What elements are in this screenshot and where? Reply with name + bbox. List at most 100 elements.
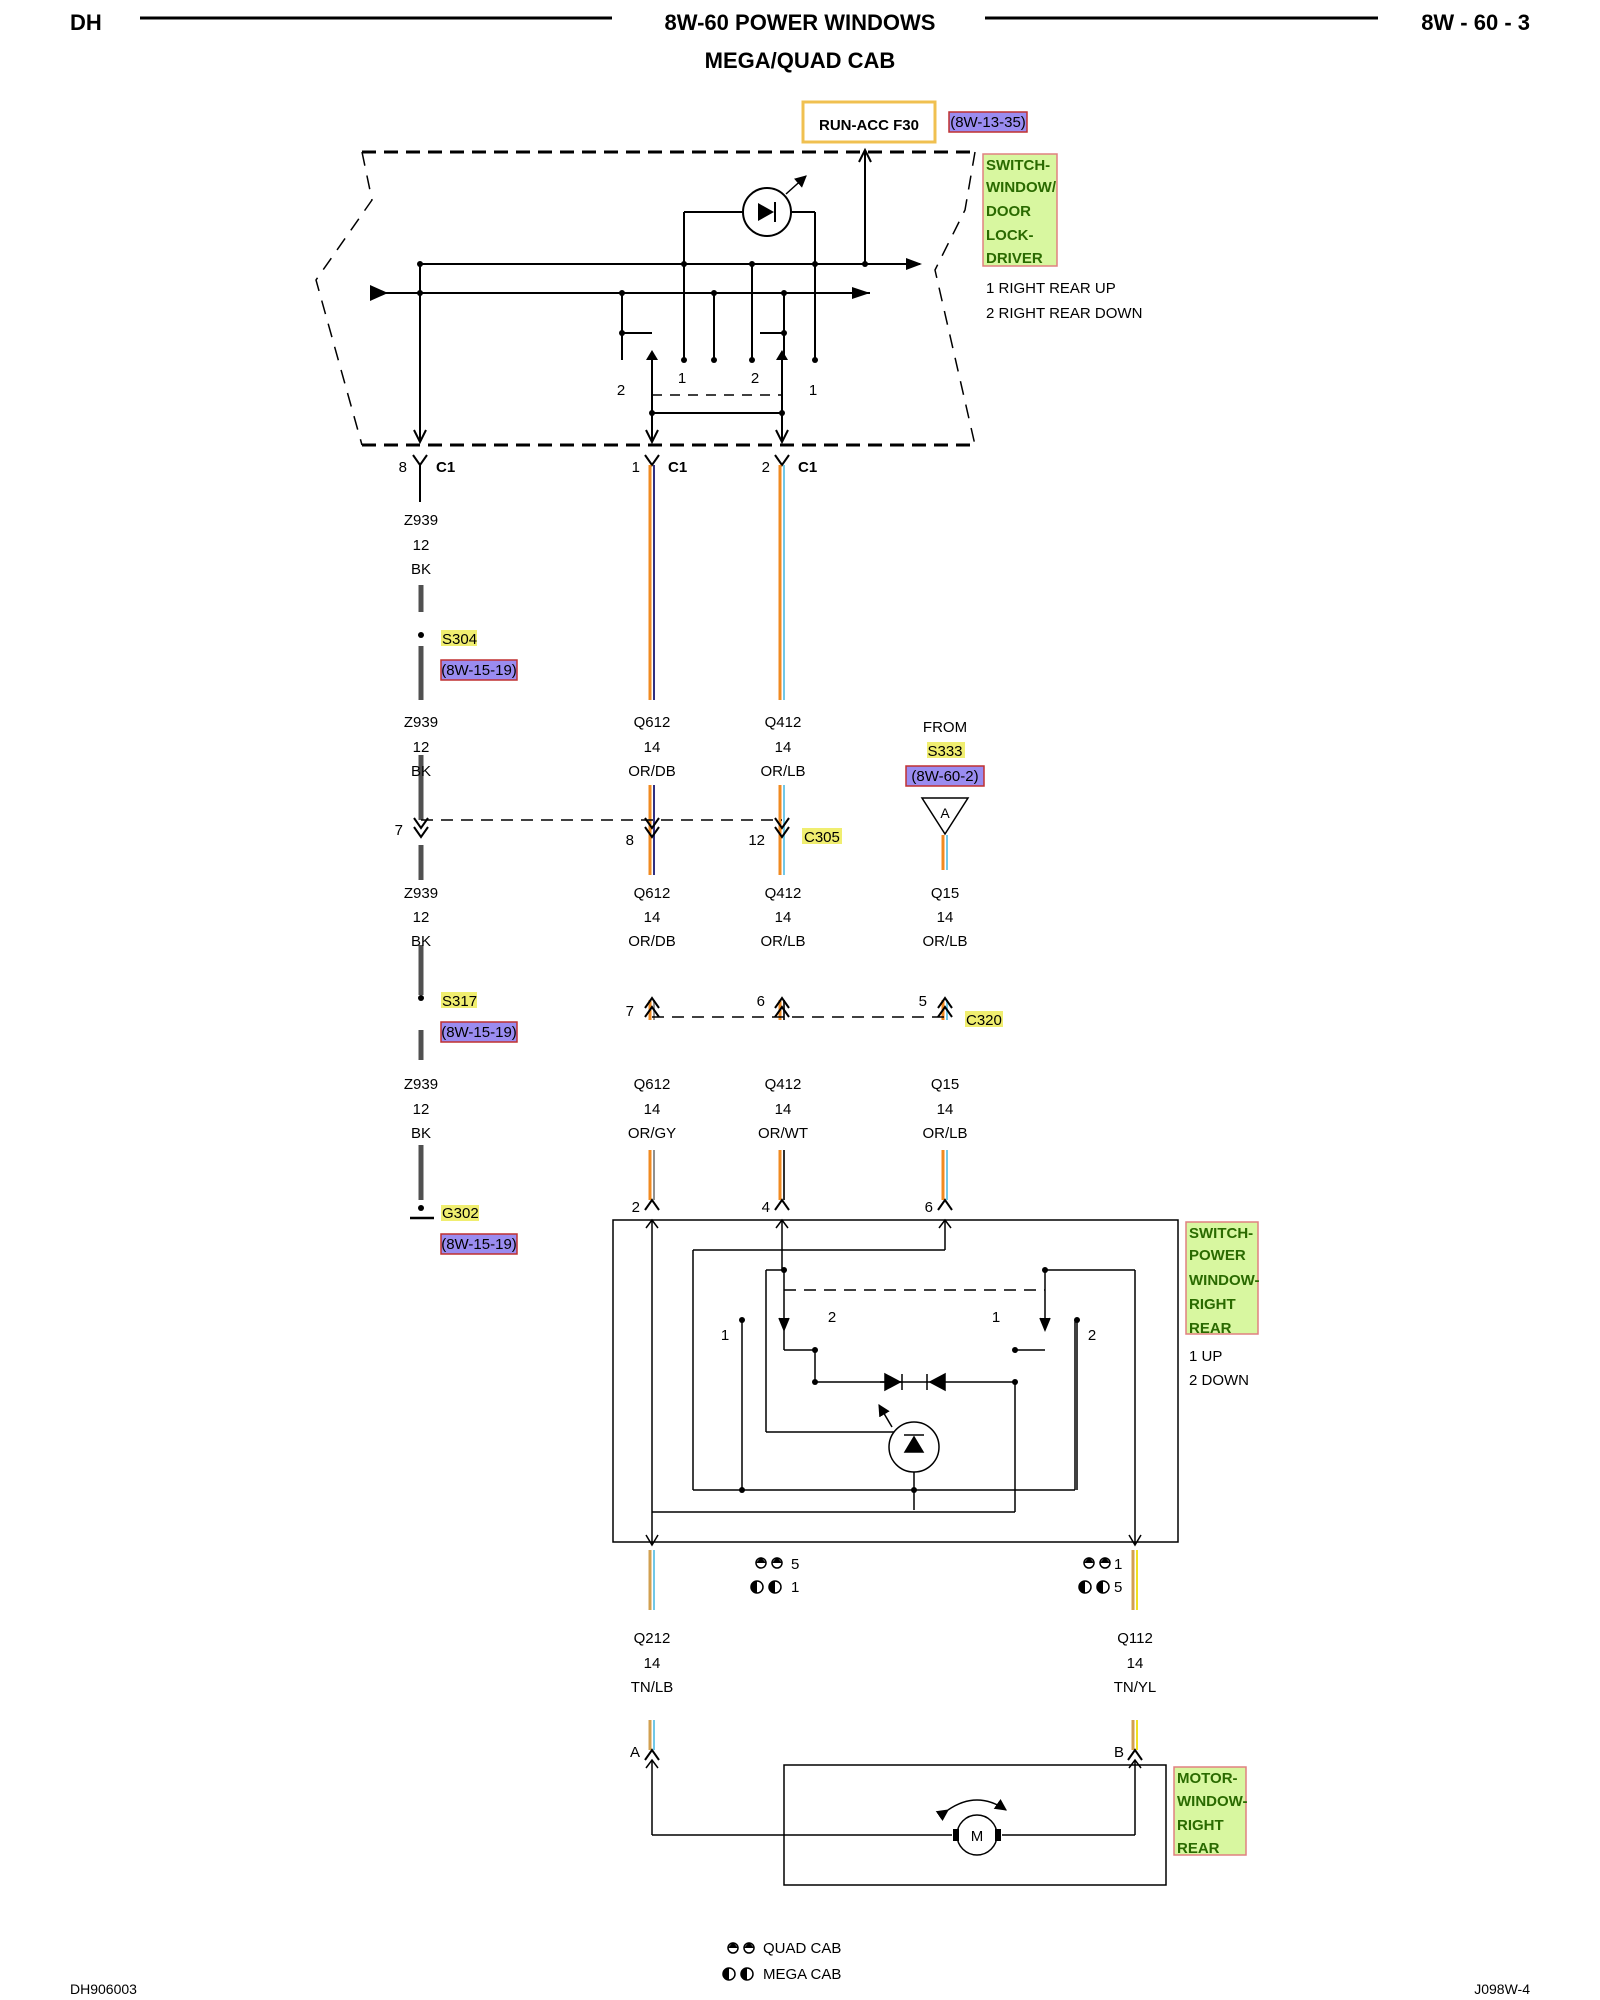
svg-text:Q412: Q412 xyxy=(765,1076,802,1093)
svg-text:6: 6 xyxy=(757,993,765,1010)
svg-text:12: 12 xyxy=(413,1101,430,1118)
svg-text:(8W-15-19): (8W-15-19) xyxy=(441,662,517,679)
svg-text:FROM: FROM xyxy=(923,719,967,736)
svg-text:Q412: Q412 xyxy=(765,885,802,902)
svg-text:OR/LB: OR/LB xyxy=(760,763,805,780)
svg-text:C305: C305 xyxy=(804,829,840,846)
svg-text:BK: BK xyxy=(411,763,431,780)
svg-text:TN/LB: TN/LB xyxy=(631,1679,674,1696)
svg-text:12: 12 xyxy=(413,909,430,926)
svg-text:(8W-15-19): (8W-15-19) xyxy=(441,1024,517,1041)
svg-text:14: 14 xyxy=(644,739,661,756)
svg-text:12: 12 xyxy=(413,739,430,756)
svg-text:Q612: Q612 xyxy=(634,1076,671,1093)
svg-text:C1: C1 xyxy=(798,459,817,476)
svg-text:14: 14 xyxy=(775,739,792,756)
connector-c320: 7 6 5 C320 xyxy=(626,993,1003,1029)
footer-right-code: J098W-4 xyxy=(1474,1981,1530,1997)
fuse-ref: (8W-13-35) xyxy=(950,114,1026,131)
svg-text:C1: C1 xyxy=(668,459,687,476)
svg-text:14: 14 xyxy=(644,909,661,926)
svg-text:B: B xyxy=(1114,1744,1124,1761)
rr-pos-2b: 2 xyxy=(1088,1327,1096,1344)
page-header: DH 8W-60 POWER WINDOWS 8W - 60 - 3 MEGA/… xyxy=(70,10,1530,73)
svg-text:Z939: Z939 xyxy=(404,885,438,902)
rr-switch xyxy=(612,1218,1179,1547)
svg-text:Q15: Q15 xyxy=(931,1076,959,1093)
splice-s317: S317 (8W-15-19) xyxy=(440,992,518,1043)
svg-text:M: M xyxy=(971,1828,984,1845)
rr-pos-1b: 1 xyxy=(992,1309,1000,1326)
svg-text:G302: G302 xyxy=(442,1205,479,1222)
wire-q212: Q212 14 TN/LB xyxy=(631,1550,674,1750)
svg-text:6: 6 xyxy=(925,1199,933,1216)
svg-text:1: 1 xyxy=(791,1579,799,1596)
svg-text:BK: BK xyxy=(411,933,431,950)
splice-s304: S304 (8W-15-19) xyxy=(440,630,518,681)
rr-switch-input-pins: 2 4 6 xyxy=(632,1198,953,1216)
svg-text:BK: BK xyxy=(411,561,431,578)
fuse-run-acc-f30: RUN-ACC F30 (8W-13-35) xyxy=(801,100,1028,144)
svg-text:4: 4 xyxy=(762,1199,770,1216)
driver-pos-1b: 1 xyxy=(809,382,817,399)
svg-text:1: 1 xyxy=(1114,1556,1122,1573)
svg-text:OR/DB: OR/DB xyxy=(628,933,676,950)
svg-text:Z939: Z939 xyxy=(404,512,438,529)
svg-text:Z939: Z939 xyxy=(404,714,438,731)
svg-text:S333: S333 xyxy=(927,743,962,760)
svg-text:14: 14 xyxy=(1127,1655,1144,1672)
page-subtitle: MEGA/QUAD CAB xyxy=(705,48,896,73)
svg-text:REAR: REAR xyxy=(1189,1320,1232,1337)
svg-text:14: 14 xyxy=(937,1101,954,1118)
svg-text:WINDOW-: WINDOW- xyxy=(1189,1272,1260,1289)
svg-text:OR/LB: OR/LB xyxy=(922,933,967,950)
wire-z939 xyxy=(410,465,434,1220)
motor-tag: MOTOR- WINDOW- RIGHT REAR xyxy=(1173,1766,1248,1857)
svg-text:A: A xyxy=(940,805,950,821)
svg-text:TN/YL: TN/YL xyxy=(1114,1679,1157,1696)
svg-text:OR/LB: OR/LB xyxy=(922,1125,967,1142)
svg-text:14: 14 xyxy=(775,1101,792,1118)
svg-text:S304: S304 xyxy=(442,631,477,648)
svg-text:8: 8 xyxy=(626,832,634,849)
svg-text:Q212: Q212 xyxy=(634,1630,671,1647)
svg-text:8: 8 xyxy=(399,459,407,476)
svg-text:(8W-15-19): (8W-15-19) xyxy=(441,1236,517,1253)
svg-text:12: 12 xyxy=(413,537,430,554)
svg-text:7: 7 xyxy=(626,1003,634,1020)
rr-pos-2a: 2 xyxy=(828,1309,836,1326)
driver-pos-2b: 2 xyxy=(751,370,759,387)
svg-text:14: 14 xyxy=(644,1101,661,1118)
svg-text:RIGHT: RIGHT xyxy=(1189,1296,1236,1313)
svg-text:DRIVER: DRIVER xyxy=(986,250,1043,267)
svg-text:14: 14 xyxy=(775,909,792,926)
wire-q112: Q112 14 TN/YL xyxy=(1114,1550,1157,1750)
svg-text:14: 14 xyxy=(937,909,954,926)
driver-switch-tag: SWITCH- WINDOW/ DOOR LOCK- DRIVER xyxy=(982,153,1058,267)
header-right: 8W - 60 - 3 xyxy=(1421,10,1530,35)
cab-legend: QUAD CAB MEGA CAB xyxy=(722,1940,841,1983)
svg-text:S317: S317 xyxy=(442,993,477,1010)
footer-left-code: DH906003 xyxy=(70,1981,137,1997)
wire-q15 xyxy=(941,835,948,1200)
svg-text:WINDOW-: WINDOW- xyxy=(1177,1793,1248,1810)
header-left: DH xyxy=(70,10,102,35)
q612-labels: Q612 14 OR/DB Q612 14 OR/DB Q612 14 OR/G… xyxy=(628,714,676,1142)
svg-text:12: 12 xyxy=(748,832,765,849)
driver-switch-dots xyxy=(417,261,868,416)
connector-c1 xyxy=(412,454,790,467)
rr-switch-tag: SWITCH- POWER WINDOW- RIGHT REAR xyxy=(1185,1221,1260,1337)
svg-text:Z939: Z939 xyxy=(404,1076,438,1093)
svg-text:DOOR: DOOR xyxy=(986,203,1031,220)
svg-text:OR/DB: OR/DB xyxy=(628,763,676,780)
svg-text:REAR: REAR xyxy=(1177,1840,1220,1857)
from-s333: FROM S333 (8W-60-2) A xyxy=(905,719,985,836)
ground-g302: G302 (8W-15-19) xyxy=(440,1205,518,1255)
rr-switch-dots xyxy=(739,1267,1080,1493)
svg-text:Q412: Q412 xyxy=(765,714,802,731)
svg-text:POWER: POWER xyxy=(1189,1247,1246,1264)
svg-text:SWITCH-: SWITCH- xyxy=(986,157,1050,174)
svg-text:BK: BK xyxy=(411,1125,431,1142)
rr-pos-1a: 1 xyxy=(721,1327,729,1344)
q412-labels: Q412 14 OR/LB Q412 14 OR/LB Q412 14 OR/W… xyxy=(758,714,808,1142)
